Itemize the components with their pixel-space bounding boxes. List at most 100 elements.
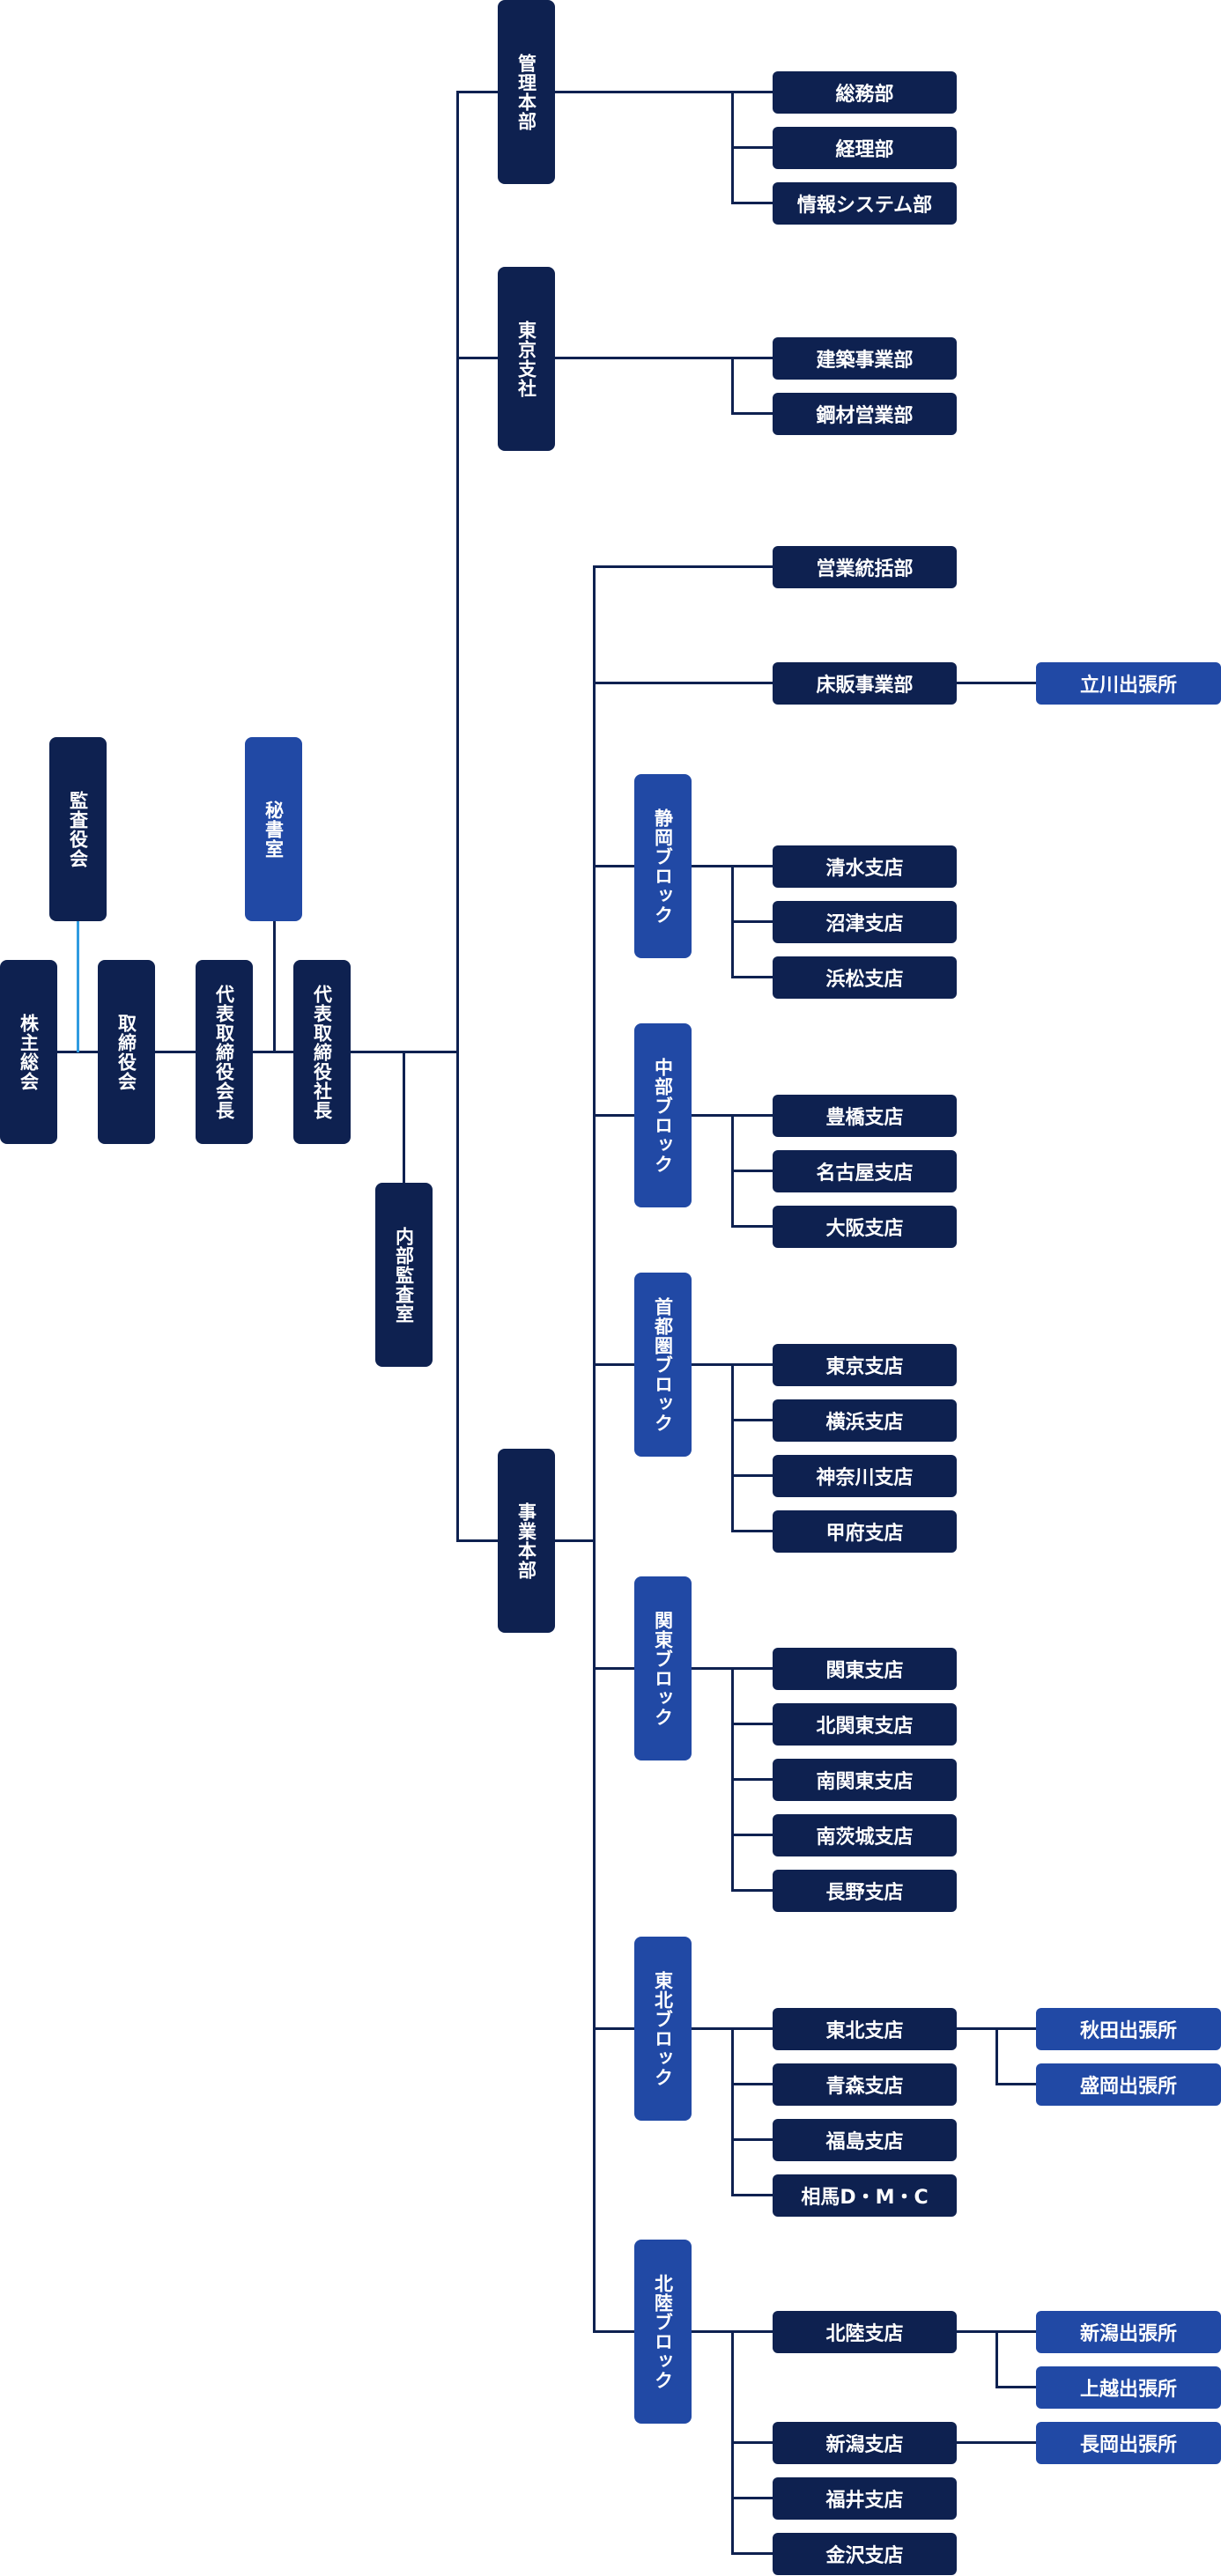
dept-box: 総務部	[773, 71, 957, 114]
connector-line	[731, 1363, 734, 1532]
connector-line	[731, 976, 775, 978]
dept-box: 経理部	[773, 127, 957, 169]
connector-line	[731, 1889, 775, 1892]
dept-box: 鋼材営業部	[773, 393, 957, 435]
hokuriku-block-box: 北陸ブロック	[634, 2240, 692, 2424]
tokyo-branch-box: 東京支社	[498, 267, 555, 451]
connector-line	[593, 1667, 637, 1670]
connector-line	[593, 565, 775, 568]
office-box: 盛岡出張所	[1036, 2063, 1221, 2106]
connector-line	[731, 1225, 775, 1228]
secretariat-box: 秘書室	[245, 737, 302, 921]
connector-line	[593, 2330, 637, 2333]
connector-line	[731, 1530, 775, 1532]
branch-box: 神奈川支店	[773, 1455, 957, 1497]
connector-line	[731, 1723, 775, 1725]
branch-box: 北陸支店	[773, 2311, 957, 2353]
floor-sales-box: 床販事業部	[773, 662, 957, 705]
sales-control-box: 営業統括部	[773, 546, 957, 588]
internal-audit-connector-line	[403, 1051, 405, 1185]
kanto-block-box: 関東ブロック	[634, 1576, 692, 1760]
office-box: 上越出張所	[1036, 2366, 1221, 2409]
connector-line	[954, 2441, 1038, 2444]
branch-box: 福島支店	[773, 2119, 957, 2161]
branch-box: 清水支店	[773, 845, 957, 888]
secretariat-connector-line	[273, 920, 276, 1052]
branch-box: 南関東支店	[773, 1759, 957, 1801]
branch-box: 浜松支店	[773, 956, 957, 999]
connector-line	[593, 1363, 637, 1366]
office-box: 立川出張所	[1036, 662, 1221, 705]
connector-line	[731, 2194, 775, 2196]
office-box: 新潟出張所	[1036, 2311, 1221, 2353]
connector-line	[731, 2027, 734, 2196]
shareholders-box: 株主総会	[0, 960, 57, 1144]
main-trunk-line	[456, 91, 459, 1541]
connector-line	[456, 357, 500, 359]
office-box: 秋田出張所	[1036, 2008, 1221, 2050]
branch-box: 横浜支店	[773, 1399, 957, 1442]
branch-box: 名古屋支店	[773, 1150, 957, 1192]
branch-box: 金沢支店	[773, 2533, 957, 2575]
connector-line	[731, 920, 775, 923]
connector-line	[731, 2441, 775, 2444]
branch-box: 大阪支店	[773, 1206, 957, 1248]
shizuoka-block-box: 静岡ブロック	[634, 774, 692, 958]
connector-line	[593, 682, 775, 684]
branch-box: 南茨城支店	[773, 1814, 957, 1856]
branch-box: 新潟支店	[773, 2422, 957, 2464]
connector-line	[555, 1539, 595, 1542]
connector-line	[456, 91, 500, 93]
connector-line	[731, 1778, 775, 1781]
connector-line	[995, 2027, 998, 2085]
connector-line	[593, 865, 637, 867]
connector-line	[731, 2138, 775, 2141]
branch-box: 福井支店	[773, 2477, 957, 2520]
admin-hq-box: 管理本部	[498, 0, 555, 184]
auditors-connector-line	[77, 920, 79, 1052]
shutoken-block-box: 首都圏ブロック	[634, 1273, 692, 1457]
branch-box: 長野支店	[773, 1870, 957, 1912]
connector-line	[954, 682, 1038, 684]
connector-line	[731, 1474, 775, 1477]
branch-box: 甲府支店	[773, 1510, 957, 1553]
connector-line	[731, 202, 775, 204]
branch-box: 北関東支店	[773, 1703, 957, 1746]
connector-line	[995, 2083, 1038, 2085]
connector-line	[995, 2386, 1038, 2388]
directors-box: 取締役会	[98, 960, 155, 1144]
connector-line	[731, 146, 775, 149]
auditors-box: 監査役会	[49, 737, 107, 921]
business-hq-box: 事業本部	[498, 1449, 555, 1633]
connector-line	[555, 91, 775, 93]
connector-line	[731, 2497, 775, 2499]
tohoku-block-box: 東北ブロック	[634, 1937, 692, 2121]
connector-line	[456, 1539, 500, 1542]
branch-box: 関東支店	[773, 1648, 957, 1690]
connector-line	[731, 1170, 775, 1172]
connector-line	[593, 2027, 637, 2030]
president-box: 代表取締役社長	[293, 960, 351, 1144]
connector-line	[731, 1419, 775, 1421]
connector-line	[731, 357, 734, 414]
branch-box: 豊橋支店	[773, 1095, 957, 1137]
connector-line	[731, 2552, 775, 2555]
office-box: 長岡出張所	[1036, 2422, 1221, 2464]
connector-line	[555, 357, 775, 359]
connector-line	[995, 2330, 998, 2388]
connector-line	[731, 412, 775, 415]
chairman-box: 代表取締役会長	[196, 960, 253, 1144]
connector-line	[731, 1834, 775, 1836]
dept-box: 建築事業部	[773, 337, 957, 380]
branch-box: 東京支店	[773, 1344, 957, 1386]
branch-box: 沼津支店	[773, 901, 957, 943]
internal-audit-box: 内部監査室	[375, 1183, 433, 1367]
chubu-block-box: 中部ブロック	[634, 1023, 692, 1207]
connector-line	[731, 2083, 775, 2085]
business-spine-line	[593, 565, 596, 2332]
branch-box: 東北支店	[773, 2008, 957, 2050]
branch-box: 青森支店	[773, 2063, 957, 2106]
connector-line	[593, 1114, 637, 1117]
dept-box: 情報システム部	[773, 182, 957, 225]
